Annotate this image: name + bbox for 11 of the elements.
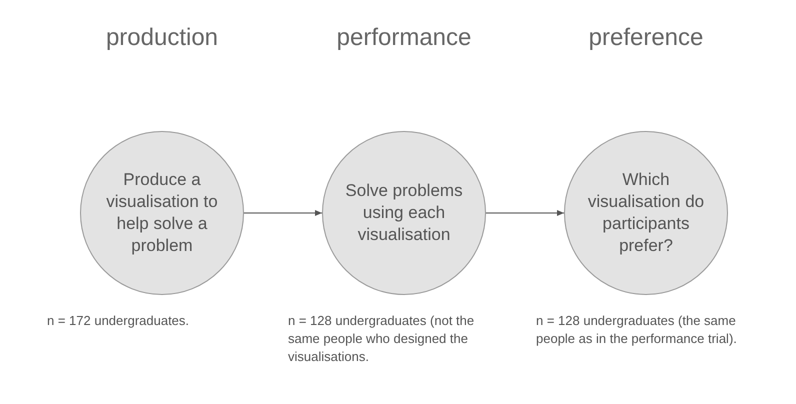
node-text: Produce a visualisation to help solve a problem	[105, 169, 219, 257]
arrow	[486, 210, 564, 216]
column-heading: performance	[336, 23, 472, 53]
sample-note: n = 128 undergraduates (the same people as in the performance trial).	[536, 312, 738, 348]
sample-note: n = 172 undergraduates.	[47, 312, 190, 330]
sample-note: n = 128 undergraduates (not the same people who designed the visualisations.	[288, 312, 476, 366]
column-heading: preference	[588, 23, 704, 53]
arrow	[244, 210, 322, 216]
node-text: Which visualisation do participants prefer?	[586, 169, 706, 257]
column-heading: production	[104, 23, 220, 53]
node-text: Solve problems using each visualisation	[344, 180, 464, 246]
